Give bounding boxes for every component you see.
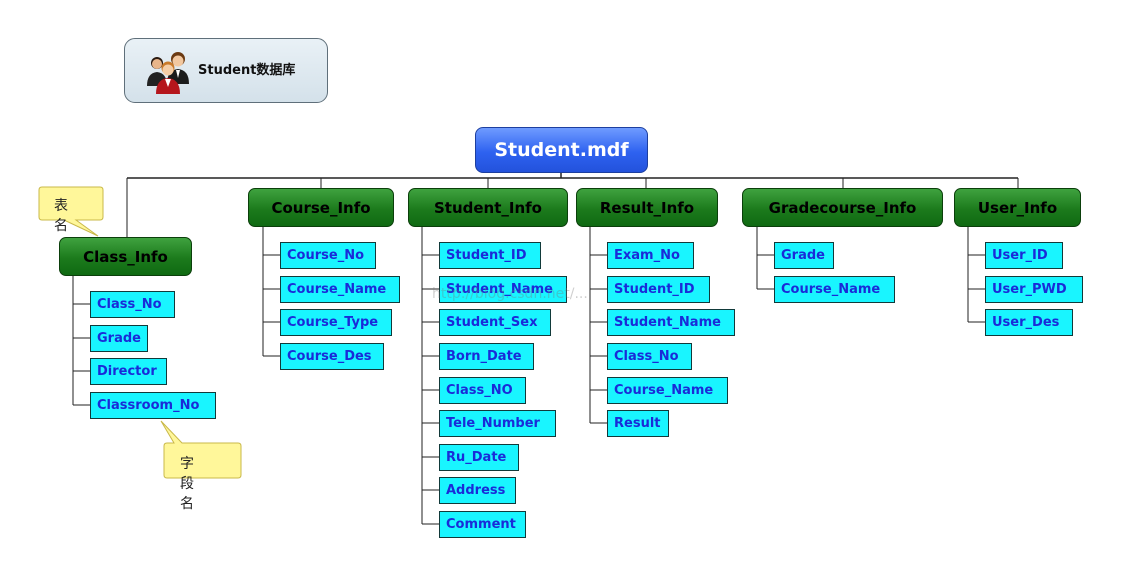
table-node-user-info[interactable]: User_Info [954, 188, 1081, 227]
field-node[interactable]: Class_No [90, 291, 175, 318]
callout-label-table-name: 表名 [54, 198, 68, 234]
callout-bubble-shape [160, 420, 242, 479]
field-node[interactable]: Comment [439, 511, 526, 538]
table-node-student-info[interactable]: Student_Info [408, 188, 568, 227]
field-node[interactable]: Student_Name [607, 309, 735, 336]
field-node[interactable]: Born_Date [439, 343, 534, 370]
table-node-result-info[interactable]: Result_Info [576, 188, 718, 227]
users-group-icon [147, 52, 189, 94]
field-node[interactable]: Student_Name [439, 276, 567, 303]
database-node[interactable]: Student数据库 [124, 38, 328, 103]
field-node[interactable]: Student_Sex [439, 309, 551, 336]
field-node[interactable]: Director [90, 358, 167, 385]
field-node[interactable]: Class_No [607, 343, 692, 370]
field-node[interactable]: Course_Des [280, 343, 384, 370]
field-node[interactable]: User_PWD [985, 276, 1083, 303]
field-node[interactable]: Result [607, 410, 669, 437]
table-node-class-info[interactable]: Class_Info [59, 237, 192, 276]
field-node[interactable]: Course_Name [774, 276, 895, 303]
field-node[interactable]: Course_Name [280, 276, 400, 303]
field-node[interactable]: Exam_No [607, 242, 694, 269]
field-node[interactable]: Ru_Date [439, 444, 519, 471]
field-node[interactable]: Course_Name [607, 377, 728, 404]
field-node[interactable]: Student_ID [439, 242, 541, 269]
field-node[interactable]: Address [439, 477, 516, 504]
table-node-course-info[interactable]: Course_Info [248, 188, 394, 227]
field-node[interactable]: Course_No [280, 242, 376, 269]
field-node[interactable]: Grade [90, 325, 148, 352]
field-node[interactable]: User_Des [985, 309, 1073, 336]
field-node[interactable]: Grade [774, 242, 834, 269]
field-node[interactable]: Student_ID [607, 276, 710, 303]
field-node[interactable]: Class_NO [439, 377, 526, 404]
field-node[interactable]: Tele_Number [439, 410, 556, 437]
callout-bubble-shape [38, 186, 104, 237]
field-node[interactable]: Classroom_No [90, 392, 216, 419]
table-node-gradecourse-info[interactable]: Gradecourse_Info [742, 188, 943, 227]
root-node[interactable]: Student.mdf [475, 127, 648, 173]
field-node[interactable]: Course_Type [280, 309, 392, 336]
field-node[interactable]: User_ID [985, 242, 1063, 269]
callout-label-field-name: 字段名 [180, 456, 194, 512]
watermark-text: http://blog.csdn.net/... [432, 286, 588, 302]
database-label: Student数据库 [198, 63, 296, 78]
